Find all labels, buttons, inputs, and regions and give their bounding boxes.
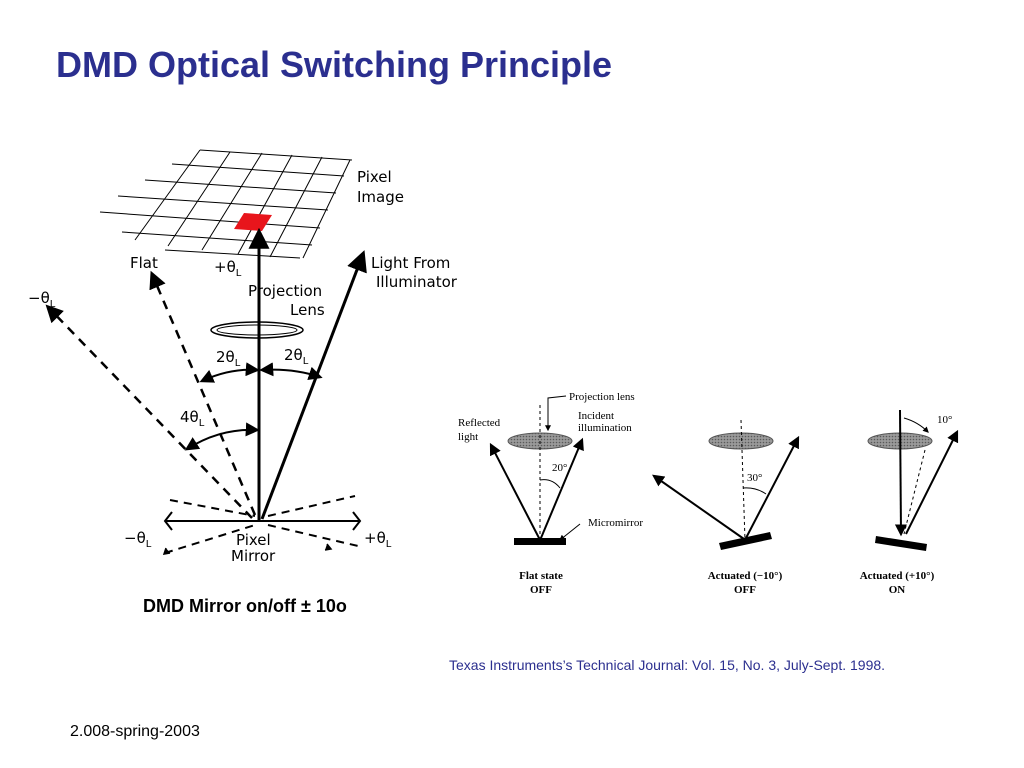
plus-theta-bottom: +θL bbox=[364, 529, 392, 550]
two-theta-right: 2θL bbox=[284, 346, 309, 367]
flat-label: Flat bbox=[130, 254, 158, 272]
minus-theta-bottom: −θL bbox=[124, 529, 152, 550]
state-1-line1: Flat state bbox=[519, 570, 563, 582]
two-theta-arc-right bbox=[259, 362, 323, 381]
panel-flat-state bbox=[489, 395, 584, 545]
micromirror-minus bbox=[719, 532, 772, 550]
state-3-line2: ON bbox=[889, 584, 906, 596]
reflected-label-1: Reflected bbox=[458, 417, 501, 429]
incident-label-1: Incident bbox=[578, 410, 614, 422]
illuminator-label: Illuminator bbox=[376, 273, 458, 291]
plus-theta-top: +θL bbox=[214, 258, 242, 279]
four-theta-arc bbox=[184, 422, 260, 451]
lens-label: Lens bbox=[290, 301, 325, 319]
flat-ray bbox=[149, 270, 257, 516]
pixel-mirror-label-1: Pixel bbox=[236, 531, 271, 549]
angle-30: 30° bbox=[747, 472, 762, 484]
micromirror-label: Micromirror bbox=[588, 517, 643, 529]
mirror-states-diagram: Projection lens Reflected light Incident… bbox=[458, 391, 959, 596]
projection-lens-shape bbox=[210, 321, 304, 339]
mirror-caption: DMD Mirror on/off ± 10o bbox=[143, 596, 347, 616]
projection-lens-label: Projection lens bbox=[569, 391, 635, 403]
footer-course-label: 2.008-spring-2003 bbox=[70, 723, 200, 740]
four-theta: 4θL bbox=[180, 408, 205, 429]
pixel-highlight bbox=[234, 213, 272, 231]
pixel-image-grid bbox=[99, 149, 353, 259]
micromirror-plus bbox=[875, 536, 927, 551]
reference-citation: Texas Instruments’s Technical Journal: V… bbox=[449, 657, 886, 673]
pixel-label: Pixel bbox=[357, 168, 392, 186]
lens-2 bbox=[708, 432, 774, 450]
reflected-label-2: light bbox=[458, 431, 478, 443]
state-3-line1: Actuated (+10°) bbox=[860, 570, 935, 582]
angle-10: 10° bbox=[937, 414, 952, 426]
off-ray bbox=[45, 304, 253, 519]
pixel-mirror-label-2: Mirror bbox=[231, 547, 276, 565]
micromirror-flat bbox=[514, 538, 566, 545]
minus-theta-left: −θL bbox=[28, 289, 56, 310]
incident-label-2: illumination bbox=[578, 422, 632, 434]
state-2-line1: Actuated (−10°) bbox=[708, 570, 783, 582]
projection-label: Projection bbox=[248, 282, 322, 300]
image-label: Image bbox=[357, 188, 404, 206]
pixel-mirror-diagram: Pixel Image Flat +θL Light From Illumina… bbox=[28, 149, 458, 565]
light-from-label: Light From bbox=[371, 254, 450, 272]
two-theta-arc-left bbox=[199, 362, 260, 383]
slide-title: DMD Optical Switching Principle bbox=[56, 44, 613, 85]
state-1-line2: OFF bbox=[530, 584, 552, 596]
two-theta-left: 2θL bbox=[216, 348, 241, 369]
state-2-line2: OFF bbox=[734, 584, 756, 596]
panel-actuated-minus bbox=[652, 419, 800, 550]
angle-20: 20° bbox=[552, 462, 567, 474]
panel-actuated-plus bbox=[867, 409, 959, 551]
incident-ray bbox=[260, 250, 367, 520]
